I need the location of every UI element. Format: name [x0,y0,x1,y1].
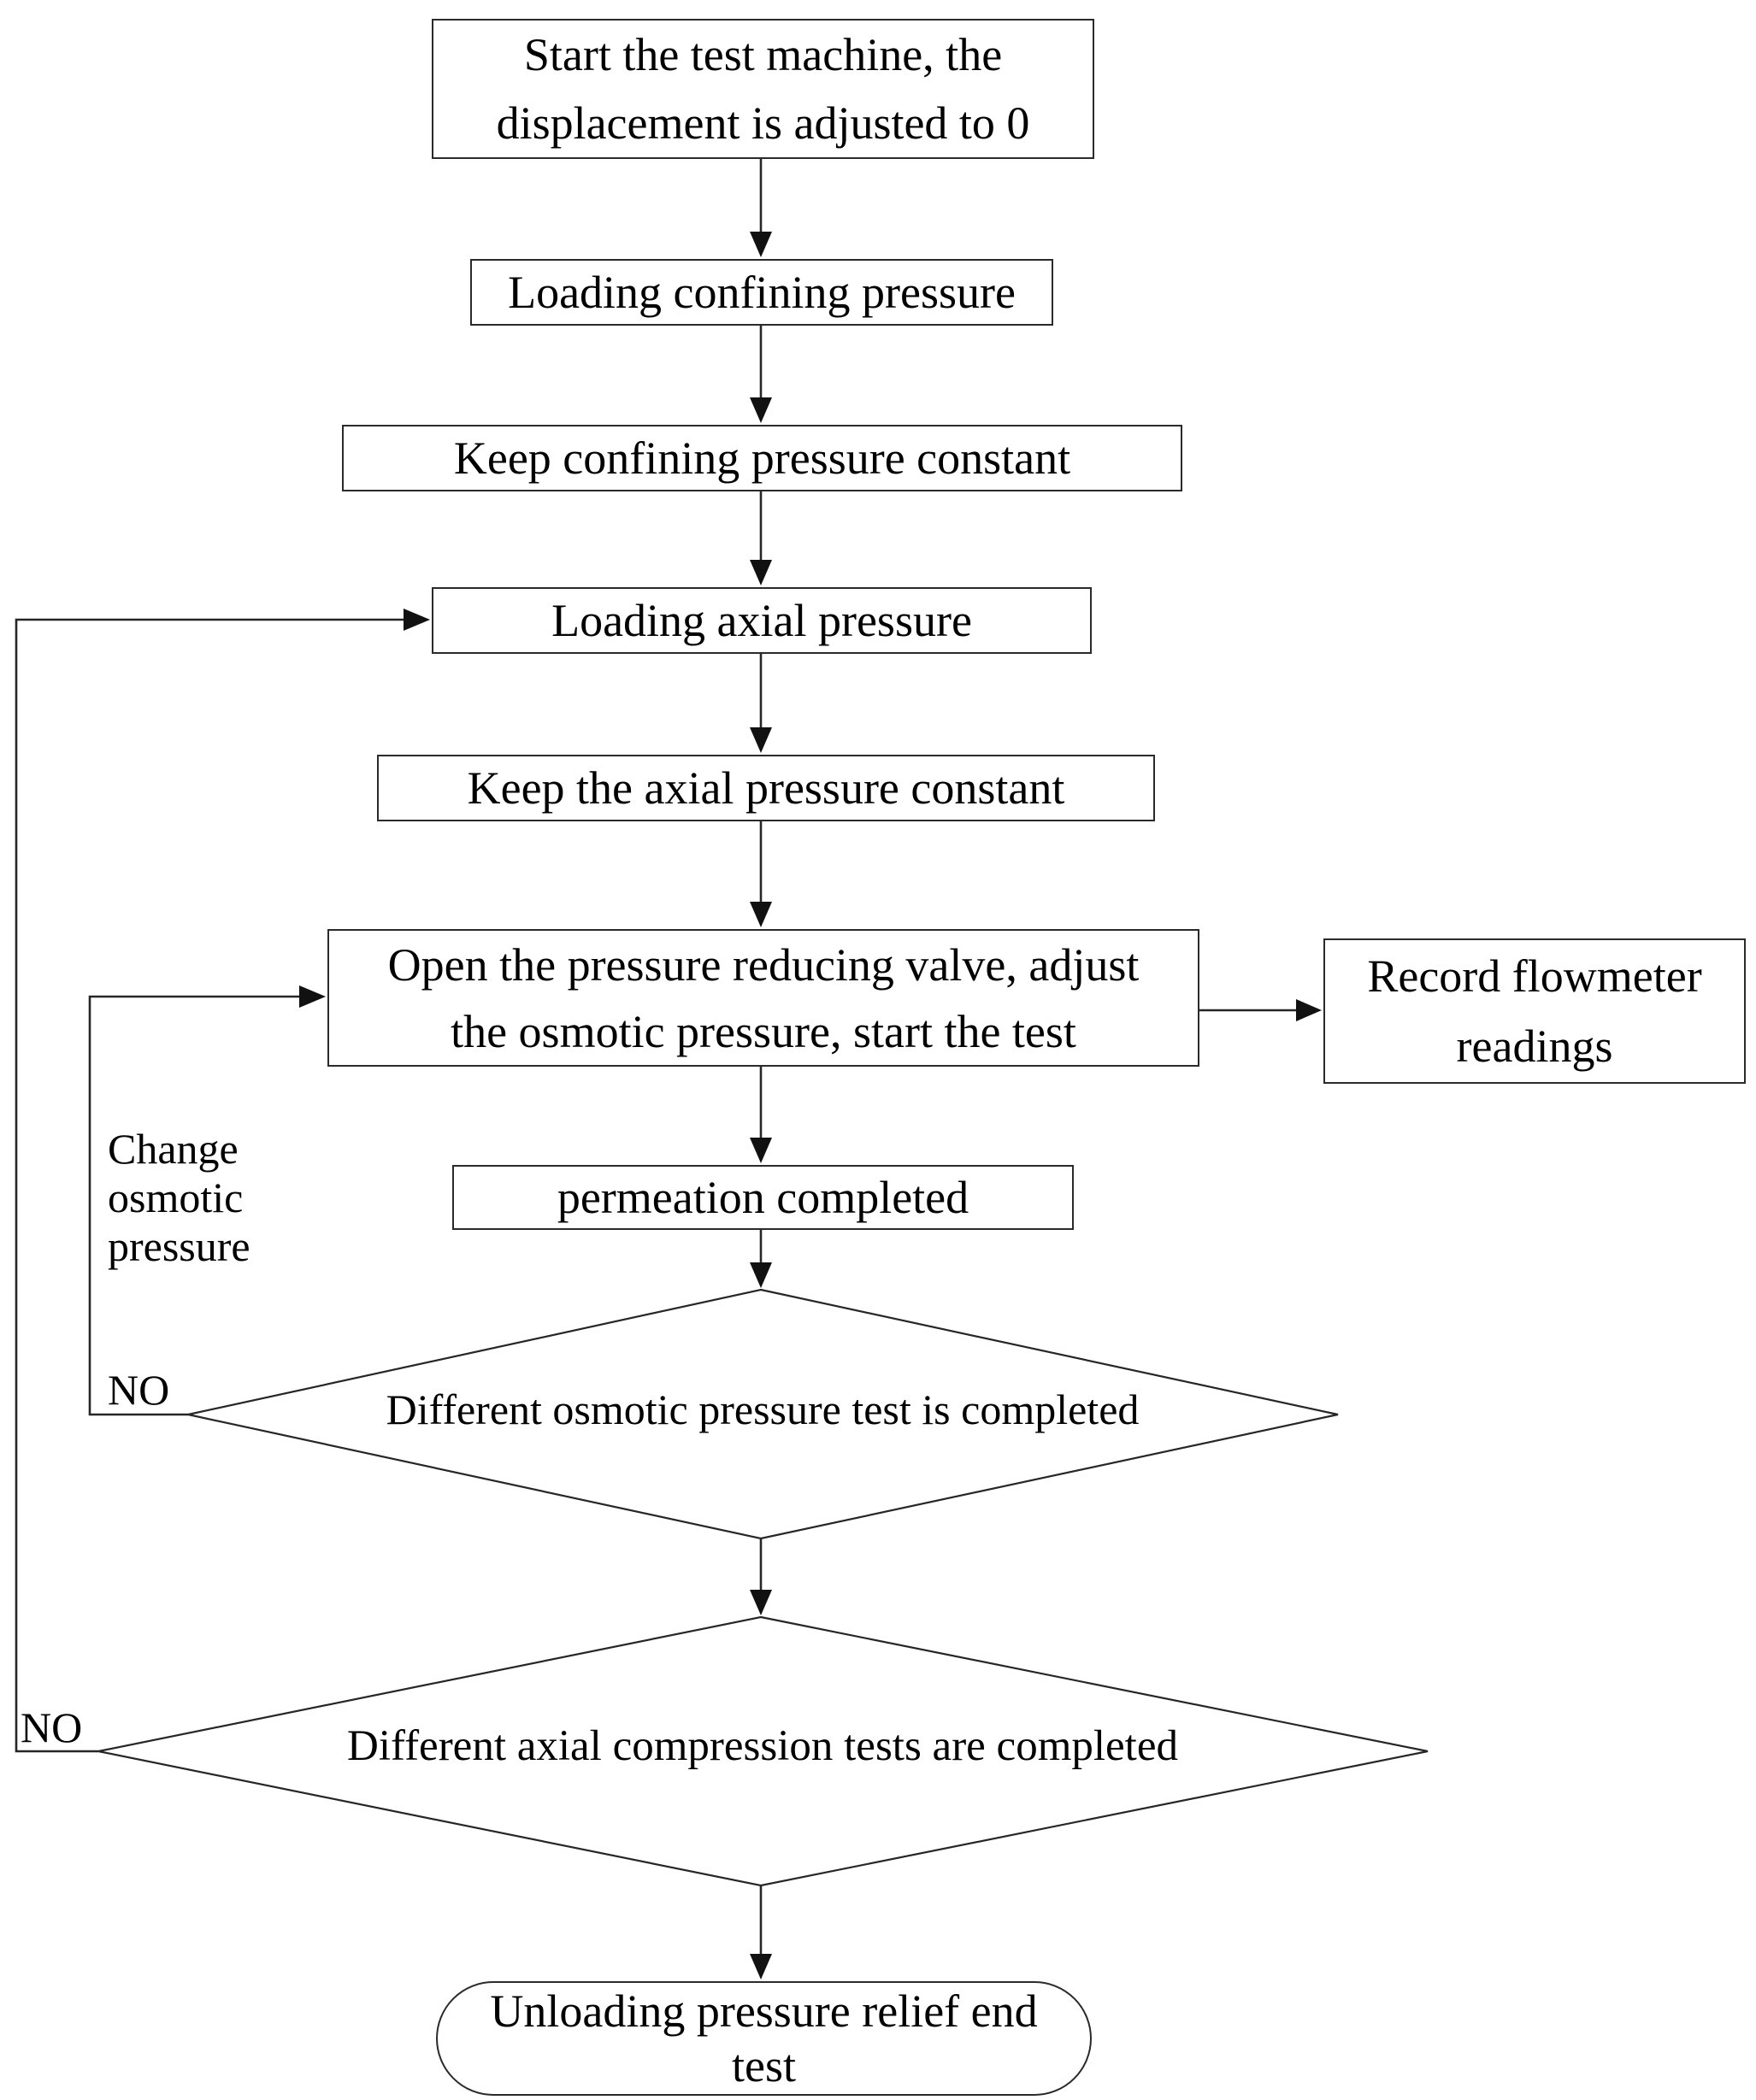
keep-axial-pressure-label: Keep the axial pressure constant [467,762,1065,814]
record-flowmeter-line2: readings [1456,1021,1613,1072]
keep-confining-pressure-node: Keep confining pressure constant [342,425,1182,491]
arrow-open-valve-to-record-head [1296,999,1322,1021]
permeation-completed-node: permeation completed [452,1165,1074,1230]
arrow-permeation-to-decision-osmotic-head [750,1262,772,1288]
arrow-start-to-load-confining-head [750,232,772,257]
open-valve-node: Open the pressure reducing valve, adjust… [327,929,1199,1067]
open-valve-line1: Open the pressure reducing valve, adjust [387,938,1140,991]
keep-axial-pressure-node: Keep the axial pressure constant [377,755,1155,821]
loop-change-axial-head [404,609,430,631]
keep-confining-pressure-label: Keep confining pressure constant [453,432,1071,484]
no-label-osmotic: NO [108,1366,170,1414]
end-node-line1: Unloading pressure relief end [490,1985,1038,2037]
arrow-keep-confining-to-load-axial-head [750,560,772,585]
arrow-open-valve-to-permeation-head [750,1138,772,1163]
loop-change-osmotic-line [88,995,300,1416]
decision-osmotic-diamond [187,1288,1339,1540]
record-flowmeter-line1: Record flowmeter [1367,950,1702,1002]
arrow-decision-axial-to-end-head [750,1954,772,1979]
decision-axial-label: Different axial compression tests are co… [347,1722,1178,1770]
end-node: Unloading pressure relief end test [436,1981,1092,2096]
no-label-axial: NO [21,1703,83,1751]
loading-confining-pressure-label: Loading confining pressure [508,267,1016,318]
arrow-load-confining-to-keep-confining-head [750,397,772,423]
change-osmotic-line1: Change [108,1125,239,1173]
loading-confining-pressure-node: Loading confining pressure [470,259,1053,326]
loading-axial-pressure-node: Loading axial pressure [432,587,1092,654]
arrow-decision-osmotic-to-decision-axial-head [750,1590,772,1615]
change-osmotic-pressure-label: Change osmotic pressure [108,1125,250,1271]
start-node-line1: Start the test machine, the [523,29,1003,80]
loop-change-axial-line [15,618,404,1753]
start-node-line2: displacement is adjusted to 0 [496,97,1030,149]
record-flowmeter-node: Record flowmeter readings [1323,938,1746,1084]
decision-axial-diamond [97,1615,1429,1887]
arrow-keep-axial-to-open-valve-head [750,902,772,927]
change-osmotic-line3: pressure [108,1222,250,1270]
permeation-completed-label: permeation completed [557,1172,969,1223]
loading-axial-pressure-label: Loading axial pressure [551,595,972,646]
start-node: Start the test machine, the displacement… [432,19,1094,159]
decision-osmotic-label: Different osmotic pressure test is compl… [386,1385,1140,1433]
arrow-load-axial-to-keep-axial-head [750,727,772,753]
loop-change-osmotic-head [299,985,326,1008]
end-node-line2: test [732,2040,796,2091]
open-valve-line2: the osmotic pressure, start the test [451,1005,1076,1057]
change-osmotic-line2: osmotic [108,1174,244,1221]
